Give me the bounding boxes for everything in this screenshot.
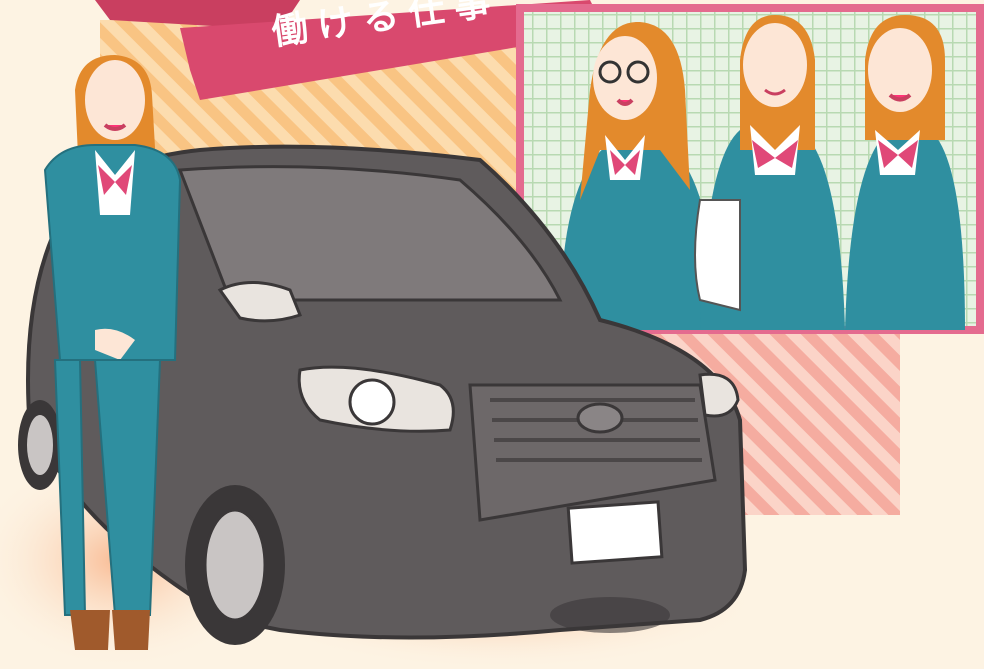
car: [18, 144, 748, 645]
license-plate: [566, 500, 664, 565]
woman-right: [845, 15, 965, 330]
standing-woman: [43, 55, 182, 650]
woman-with-glasses: [560, 21, 715, 330]
title-banner: [95, 0, 600, 100]
woman-center: [694, 15, 845, 330]
inset-panel: [516, 4, 984, 334]
